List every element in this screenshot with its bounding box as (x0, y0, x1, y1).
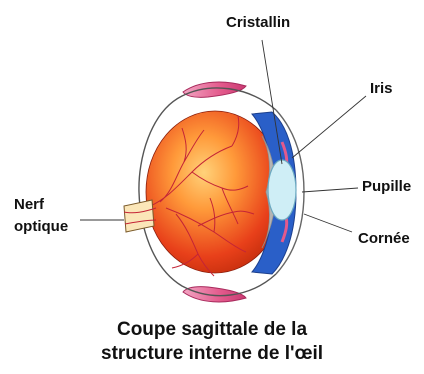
pupille-leader (302, 188, 358, 192)
pupille-label: Pupille (362, 178, 411, 196)
iris-label: Iris (370, 80, 393, 98)
cristallin-label: Cristallin (226, 14, 290, 32)
cornee-label: Cornée (358, 230, 410, 248)
caption-line1: Coupe sagittale de la (0, 318, 424, 342)
lens (268, 160, 296, 220)
optic-nerve (124, 200, 154, 232)
nerf-label-line2: optique (14, 218, 68, 236)
eyeball (146, 111, 284, 273)
iris-leader (292, 96, 366, 158)
cornee-leader (304, 214, 352, 232)
caption-line2: structure interne de l'œil (0, 342, 424, 366)
nerf-label-line1: Nerf (14, 196, 44, 214)
